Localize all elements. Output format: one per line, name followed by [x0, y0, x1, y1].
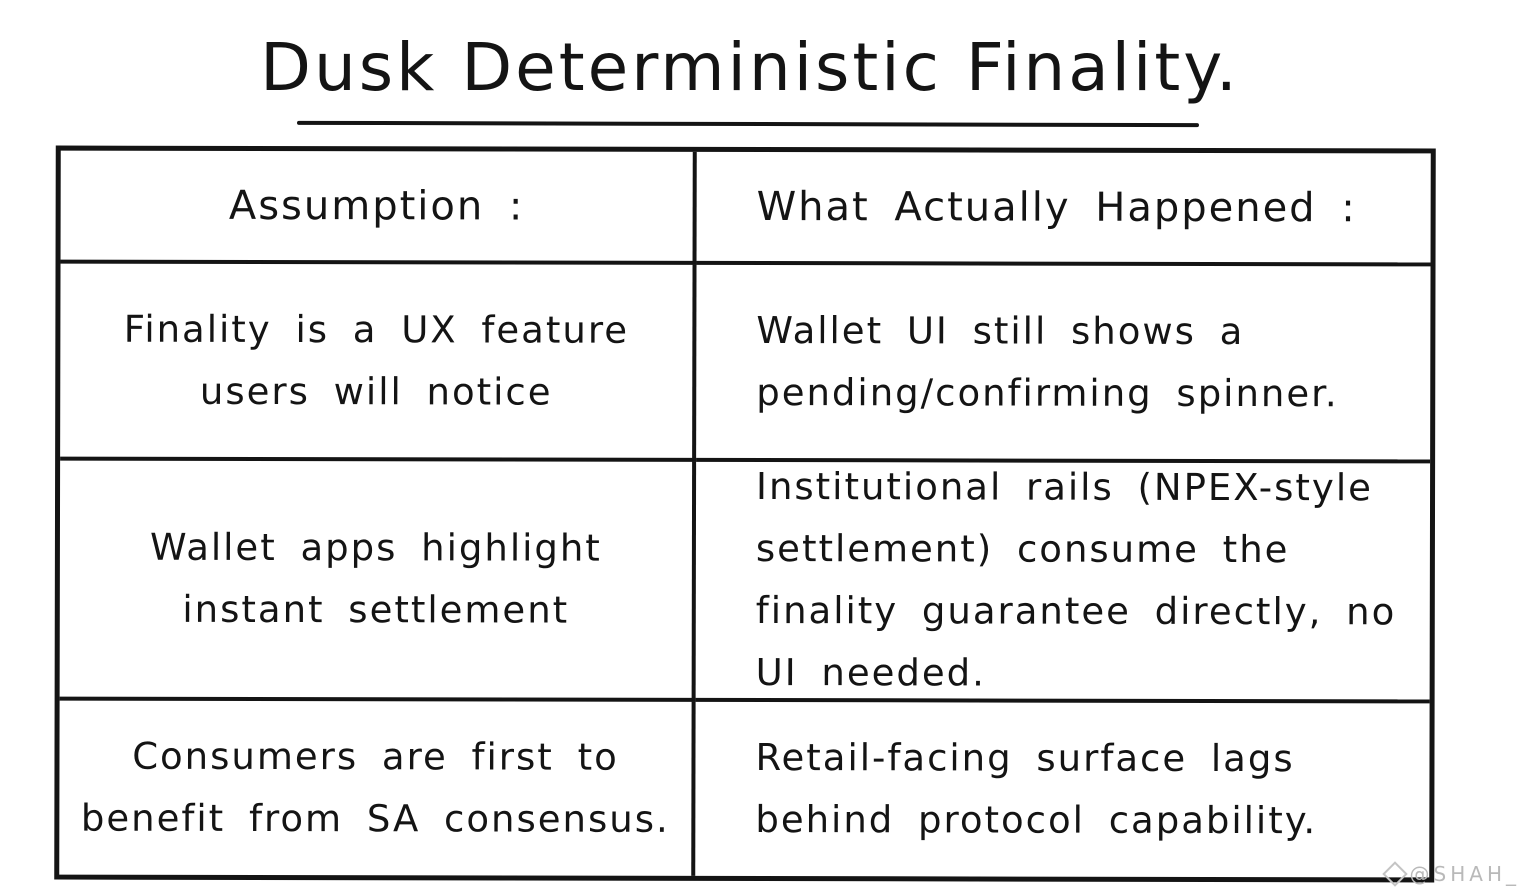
row-1-actual: Wallet UI still shows a pending/confirmi…: [696, 264, 1431, 464]
row-2-actual-text: Institutional rails (NPEX-style settleme…: [755, 465, 1397, 695]
title-underline: [296, 120, 1200, 128]
row-1-actual-text: Wallet UI still shows a pending/confirmi…: [756, 308, 1339, 415]
header-what-happened-label: What Actually Happened :: [756, 183, 1357, 231]
row-3-assumption-text: Consumers are first to benefit from SA c…: [80, 734, 670, 841]
row-3-actual-text: Retail-facing surface lags behind protoc…: [755, 736, 1318, 843]
row-2-assumption: Wallet apps highlight instant settlement: [59, 460, 697, 702]
header-what-happened: What Actually Happened :: [696, 151, 1431, 267]
row-3-assumption: Consumers are first to benefit from SA c…: [59, 700, 696, 876]
watermark: @SHAH_: [1381, 861, 1520, 887]
row-2-actual: Institutional rails (NPEX-style settleme…: [695, 461, 1431, 704]
row-1-assumption-text: Finality is a UX feature users will noti…: [123, 307, 630, 414]
row-1-assumption: Finality is a UX feature users will noti…: [60, 263, 697, 462]
watermark-handle: @SHAH_: [1409, 862, 1520, 886]
row-3-actual: Retail-facing surface lags behind protoc…: [695, 702, 1429, 878]
header-assumption-label: Assumption :: [228, 182, 525, 230]
page-title: Dusk Deterministic Finality.: [260, 29, 1240, 106]
comparison-table: Assumption : What Actually Happened : Fi…: [54, 145, 1436, 883]
row-2-assumption-text: Wallet apps highlight instant settlement: [149, 525, 602, 632]
watermark-logo-icon: [1381, 861, 1408, 887]
header-assumption: Assumption :: [60, 150, 697, 265]
